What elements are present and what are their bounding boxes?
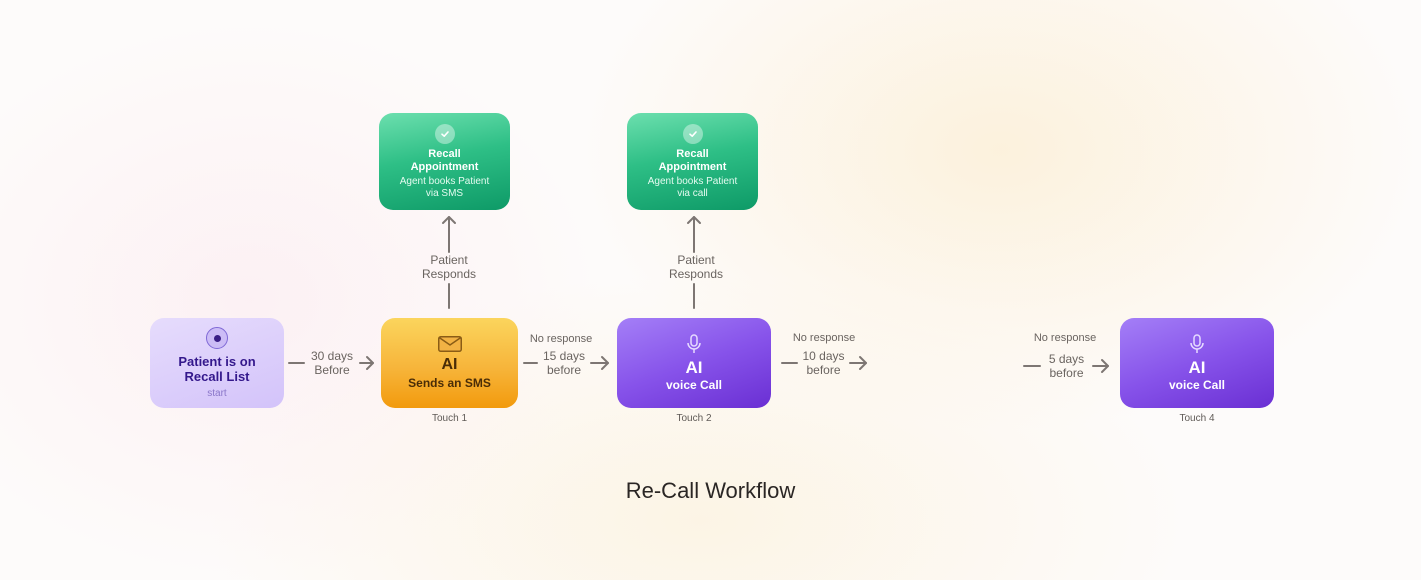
edge-label-line1: Patient	[430, 253, 468, 267]
touch2-voice-node[interactable]: AI voice Call	[617, 318, 771, 408]
arrowhead-touch1-up	[442, 216, 456, 224]
edge-label-line1: Patient	[677, 253, 715, 267]
edge-header-touch2-next: No response	[792, 332, 856, 344]
edge-label-line1: 5 days	[1048, 352, 1085, 366]
touch2-title: AI	[685, 358, 703, 377]
microphone-icon	[687, 334, 701, 353]
edge-label-start-touch1: 30 days Before	[304, 349, 360, 377]
edge-label-to-touch4: 5 days before	[1040, 352, 1093, 380]
diagram-title: Re-Call Workflow	[625, 478, 796, 503]
arrowhead-start-touch1	[366, 356, 374, 370]
arrowhead-touch2-next	[859, 356, 867, 370]
touch1-sms-node[interactable]: AI Sends an SMS	[381, 318, 518, 408]
edge-header-to-touch4: No response	[1033, 332, 1097, 344]
appointment-call-title: Recall Appointment	[658, 147, 727, 173]
edge-label-line2: before	[1049, 366, 1084, 380]
touch4-subtitle: voice Call	[1168, 378, 1226, 392]
appointment-call-node[interactable]: Recall Appointment Agent books Patient v…	[627, 113, 758, 210]
edge-label-line2: Before	[314, 363, 350, 377]
start-title: Patient is on Recall List	[178, 354, 256, 384]
edge-label-line2: Responds	[668, 267, 724, 281]
appointment-sms-subtitle: Agent books Patient via SMS	[399, 175, 490, 199]
edge-label-line2: before	[806, 363, 841, 377]
edge-label-line2: before	[546, 363, 582, 377]
touch2-subtitle: voice Call	[665, 378, 723, 392]
touch2-caption: Touch 2	[676, 413, 712, 424]
edge-label-line1: 30 days	[310, 349, 354, 363]
appointment-sms-title: Recall Appointment	[410, 147, 479, 173]
edge-label-touch2-next: 10 days before	[797, 349, 850, 377]
target-icon	[206, 327, 228, 349]
edge-label-touch2-up: Patient Responds	[656, 253, 736, 281]
touch1-title: AI	[441, 356, 458, 373]
edge-label-line1: 15 days	[542, 349, 586, 363]
start-subtitle: start	[207, 388, 227, 399]
appointment-sms-node[interactable]: Recall Appointment Agent books Patient v…	[379, 113, 510, 210]
edge-header-touch1-touch2: No response	[529, 333, 593, 345]
touch4-caption: Touch 4	[1179, 413, 1215, 424]
touch1-caption: Touch 1	[431, 413, 468, 424]
check-icon	[682, 123, 703, 144]
edge-label-touch1-touch2: 15 days before	[537, 349, 591, 377]
edge-label-line1: 10 days	[802, 349, 845, 363]
envelope-icon	[437, 336, 462, 352]
microphone-icon	[1190, 334, 1204, 353]
appointment-call-subtitle: Agent books Patient via call	[647, 175, 738, 199]
start-node[interactable]: Patient is on Recall List start	[150, 318, 284, 408]
arrowhead-to-touch4	[1101, 359, 1109, 373]
check-icon	[434, 123, 455, 144]
arrowhead-touch2-up	[687, 216, 701, 224]
edge-label-touch1-up: Patient Responds	[409, 253, 489, 281]
arrowhead-touch1-touch2	[601, 356, 609, 370]
touch4-title: AI	[1188, 358, 1206, 377]
edge-label-line2: Responds	[421, 267, 477, 281]
touch1-subtitle: Sends an SMS	[408, 376, 491, 390]
touch4-voice-node[interactable]: AI voice Call	[1120, 318, 1274, 408]
